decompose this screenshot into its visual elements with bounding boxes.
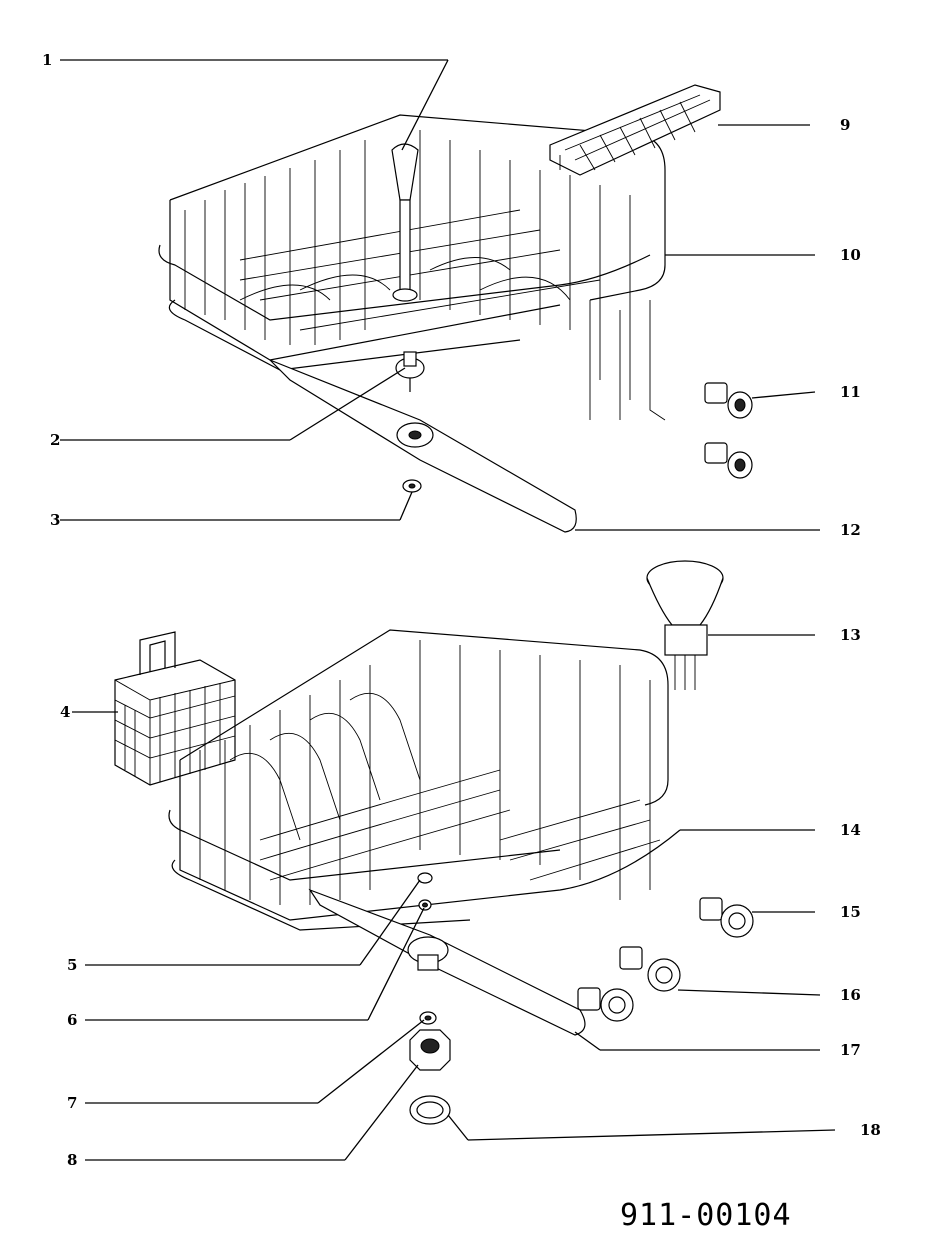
upper-basket-wheels	[704, 382, 753, 479]
callout-16: 16	[840, 986, 861, 1004]
callout-1: 1	[42, 51, 52, 69]
washer-6	[418, 899, 432, 911]
sealing-ring	[409, 1095, 451, 1125]
callout-17: 17	[840, 1041, 861, 1059]
callout-13: 13	[840, 626, 861, 644]
water-funnel	[646, 560, 724, 690]
callout-5: 5	[67, 956, 77, 974]
callout-4: 4	[60, 703, 70, 721]
callout-15: 15	[840, 903, 861, 921]
lower-spray-arm	[308, 888, 586, 1036]
callout-9: 9	[840, 116, 850, 134]
callout-8: 8	[67, 1151, 77, 1169]
spray-arm-nut	[395, 351, 425, 392]
callout-12: 12	[840, 521, 861, 539]
leader-lines	[60, 59, 836, 1161]
callout-labels: 1 2 3 4 5 6 7 8 9 10 11 12 13 14 15 16 1…	[42, 51, 881, 1169]
callout-14: 14	[840, 821, 861, 839]
callout-7: 7	[67, 1094, 77, 1112]
diagram-code: 911-00104	[620, 1198, 792, 1233]
callout-11: 11	[840, 383, 861, 401]
callout-18: 18	[860, 1121, 881, 1139]
callout-6: 6	[67, 1011, 77, 1029]
upper-basket	[158, 114, 666, 421]
callout-3: 3	[50, 511, 60, 529]
cutlery-rack	[549, 84, 721, 176]
lower-basket-wheels	[577, 897, 754, 1022]
washer-5	[417, 872, 433, 884]
washer-upper	[402, 479, 422, 493]
washer-7	[419, 1011, 437, 1025]
hex-nut	[409, 1029, 451, 1071]
lower-basket	[168, 629, 681, 931]
cutlery-basket	[114, 631, 236, 786]
upper-spray-arm	[269, 359, 577, 533]
callout-2: 2	[50, 431, 60, 449]
callout-10: 10	[840, 246, 861, 264]
spray-tube	[391, 143, 419, 302]
